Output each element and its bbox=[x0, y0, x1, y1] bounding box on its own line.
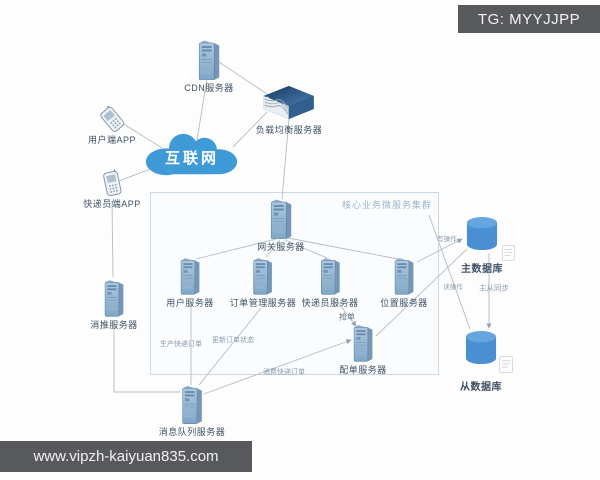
node-label: 主数据库 bbox=[461, 264, 503, 275]
edge-label-sync: 主从同步 bbox=[479, 283, 509, 293]
node-internet-cloud: 互联网 bbox=[138, 132, 246, 180]
edge-label-produce-order: 生产快递订单 bbox=[160, 341, 202, 348]
server-icon bbox=[393, 257, 415, 295]
node-dispatch-server: 配单服务器 bbox=[339, 324, 387, 376]
node-courier-server: 快递员服务器 bbox=[301, 257, 358, 309]
watermark-url: www.vipzh-kaiyuan835.com bbox=[0, 441, 252, 472]
node-label: 快递员服务器 bbox=[301, 298, 359, 308]
node-label: 订单管理服务器 bbox=[229, 298, 297, 308]
node-label: 快递员端APP bbox=[83, 199, 141, 209]
node-courier-app: 快递员端APP bbox=[83, 170, 141, 210]
edge-label-update-status: 更新订单状态 bbox=[212, 337, 254, 344]
server-icon bbox=[180, 385, 203, 424]
node-slave-db: 从数据库 bbox=[460, 330, 502, 393]
server-icon bbox=[319, 257, 341, 295]
node-mq-server: 消息队列服务器 bbox=[159, 385, 226, 438]
node-label: 用户服务器 bbox=[166, 298, 214, 308]
node-label: 用户端APP bbox=[87, 135, 137, 145]
database-icon bbox=[466, 216, 498, 252]
node-location-server: 位置服务器 bbox=[380, 257, 428, 309]
node-label: 负载均衡服务器 bbox=[255, 125, 323, 135]
load-balancer-icon bbox=[260, 84, 318, 122]
edge-label-write-op: 写操作 bbox=[437, 236, 457, 243]
server-icon bbox=[103, 279, 125, 317]
edge-label-consume-order: 消费快递订单 bbox=[263, 369, 305, 376]
phone-icon bbox=[98, 104, 127, 134]
server-icon bbox=[179, 257, 201, 295]
cluster-title: 核心业务微服务集群 bbox=[341, 200, 432, 210]
edge-label-read-op: 读操作 bbox=[443, 284, 463, 291]
edge-label-grab-order: 抢单 bbox=[339, 312, 355, 322]
node-label: 消推服务器 bbox=[90, 320, 138, 330]
cloud-label: 互联网 bbox=[164, 150, 219, 167]
server-icon bbox=[269, 199, 293, 239]
server-icon bbox=[197, 40, 221, 80]
node-user-server: 用户服务器 bbox=[166, 257, 214, 309]
node-label: 配单服务器 bbox=[339, 365, 387, 375]
node-label: 位置服务器 bbox=[380, 298, 428, 308]
doc-icon bbox=[502, 245, 515, 261]
node-gateway-server: 网关服务器 bbox=[257, 199, 305, 253]
node-label: CDN服务器 bbox=[184, 83, 234, 93]
doc-icon bbox=[499, 356, 513, 373]
server-icon bbox=[352, 324, 374, 362]
node-user-app: 用户端APP bbox=[88, 106, 136, 146]
cloud-icon bbox=[145, 133, 238, 176]
phone-icon bbox=[101, 169, 122, 198]
database-icon bbox=[465, 330, 497, 366]
node-label: 从数据库 bbox=[460, 382, 502, 393]
node-cdn-server: CDN服务器 bbox=[184, 40, 234, 94]
server-icon bbox=[252, 257, 274, 295]
node-master-db: 主数据库 bbox=[461, 216, 503, 275]
node-order-server: 订单管理服务器 bbox=[230, 257, 297, 309]
node-load-balancer: 负载均衡服务器 bbox=[256, 84, 323, 136]
node-label: 消息队列服务器 bbox=[158, 427, 226, 437]
tg-badge: TG: MYYJJPP bbox=[458, 5, 600, 33]
node-label: 网关服务器 bbox=[257, 242, 305, 252]
node-push-server: 消推服务器 bbox=[90, 279, 138, 331]
